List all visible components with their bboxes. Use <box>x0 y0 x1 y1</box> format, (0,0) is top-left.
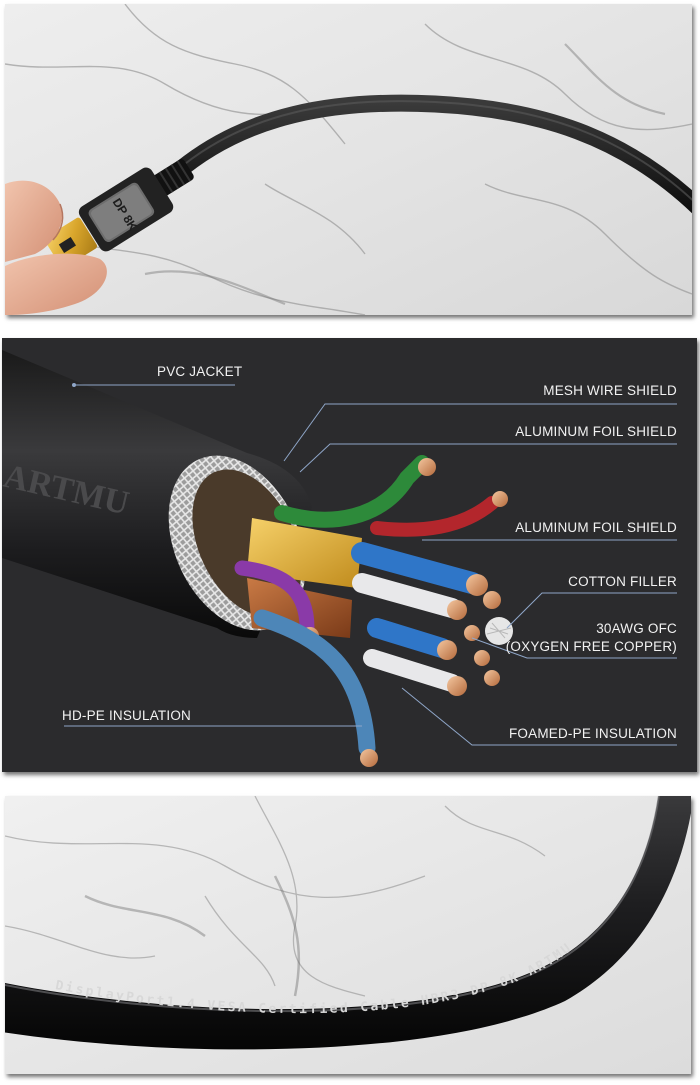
cable-cutaway-illustration: ARTMU <box>2 338 697 772</box>
callout-mesh-wire-shield: MESH WIRE SHIELD <box>543 383 677 398</box>
callout-ofc-line1: 30AWG OFC <box>596 621 677 636</box>
cable-structure-diagram: ARTMU <box>2 338 697 772</box>
cable-print-photo-panel: DisplayPort1.4 VESA Certified Cable HBR3… <box>5 796 691 1074</box>
callout-cotton-filler: COTTON FILLER <box>568 574 677 589</box>
callout-aluminum-foil-shield-2: ALUMINUM FOIL SHIELD <box>515 520 677 535</box>
connector-photo: DP 8K <box>5 4 692 315</box>
cable-print-photo: DisplayPort1.4 VESA Certified Cable HBR3… <box>5 796 691 1074</box>
callout-aluminum-foil-shield-1: ALUMINUM FOIL SHIELD <box>515 424 677 439</box>
callout-foamed-pe-insulation: FOAMED-PE INSULATION <box>508 726 677 741</box>
callout-ofc-line2: (OXYGEN FREE COPPER) <box>505 639 677 654</box>
callout-hd-pe-insulation: HD-PE INSULATION <box>62 708 191 723</box>
connector-photo-panel: DP 8K <box>5 4 692 315</box>
callout-pvc-jacket: PVC JACKET <box>157 364 243 379</box>
